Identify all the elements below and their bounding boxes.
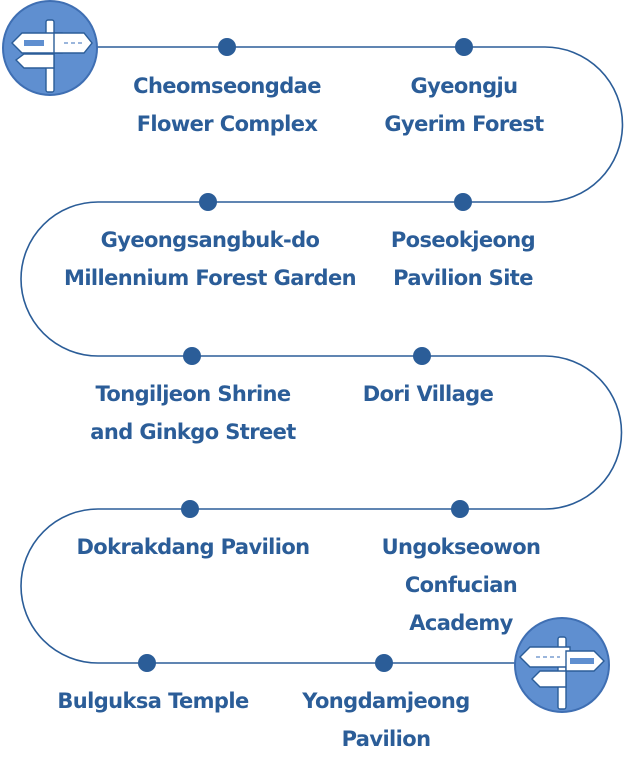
stop-dot-poseokjeong: [454, 193, 472, 211]
winding-route-line: [20, 46, 624, 664]
stop-label-millennium: Gyeongsangbuk-do Millennium Forest Garde…: [64, 228, 357, 290]
stop-dot-yongdamjeong: [375, 654, 393, 672]
stop-label-ungokseowon: Ungokseowon Confucian Academy: [381, 535, 541, 635]
stop-label-tongiljeon: Tongiljeon Shrine and Ginkgo Street: [90, 382, 296, 444]
stop-label-bulguksa: Bulguksa Temple: [57, 689, 249, 713]
stop-dot-millennium: [199, 193, 217, 211]
stop-label-dori: Dori Village: [362, 382, 494, 406]
stop-dot-tongiljeon: [183, 347, 201, 365]
end-signpost-icon: [514, 617, 610, 713]
stop-dot-ungokseowon: [451, 500, 469, 518]
stop-label-yongdamjeong: Yongdamjeong Pavilion: [302, 689, 470, 751]
stop-dot-bulguksa: [138, 654, 156, 672]
stop-dot-dori: [413, 347, 431, 365]
start-signpost-icon: [2, 0, 98, 96]
stop-label-gyerim: Gyeongju Gyerim Forest: [384, 74, 544, 136]
stop-dot-gyerim: [455, 38, 473, 56]
stop-label-poseokjeong: Poseokjeong Pavilion Site: [390, 228, 536, 290]
stop-dot-dokrakdang: [181, 500, 199, 518]
stop-dot-cheomseongdae: [218, 38, 236, 56]
stop-label-dokrakdang: Dokrakdang Pavilion: [76, 535, 310, 559]
stop-label-cheomseongdae: Cheomseongdae Flower Complex: [133, 74, 321, 136]
